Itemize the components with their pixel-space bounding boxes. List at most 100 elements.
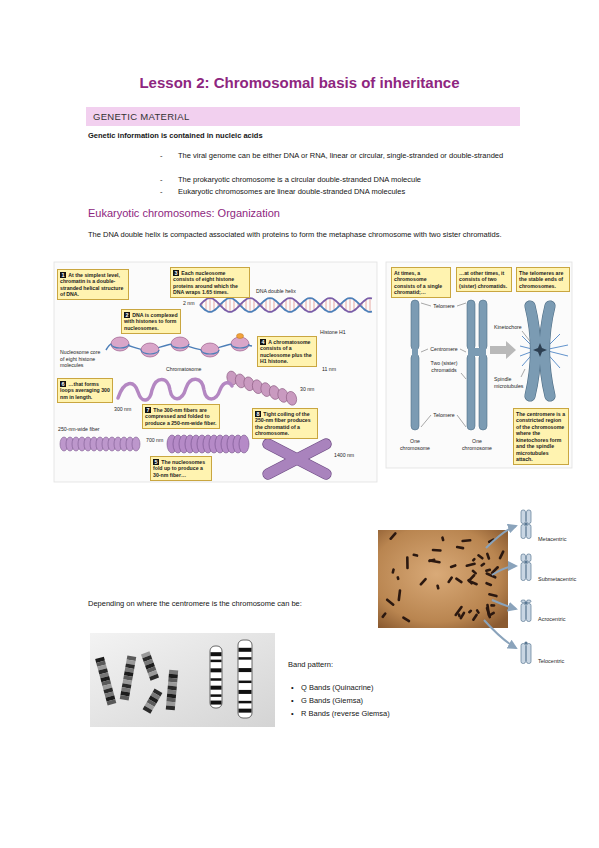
callout-text: The centromere is a constricted region o… xyxy=(516,411,565,463)
single-chromatid-chromosome xyxy=(411,354,419,430)
leader-line xyxy=(457,303,466,306)
karyotype-photo xyxy=(389,532,397,541)
chromosome-x xyxy=(268,444,326,474)
fiber-250nm xyxy=(132,437,140,451)
chromosome-type-icon xyxy=(527,525,532,539)
ideogram xyxy=(211,660,222,663)
figure-frame xyxy=(54,262,572,482)
enlarged-chromosome xyxy=(530,306,536,396)
karyotype-photo xyxy=(480,562,486,567)
banding-photo xyxy=(169,670,178,675)
karyotype-photo xyxy=(402,616,411,623)
callout-box: 3Each nucleosome consists of eight histo… xyxy=(170,267,250,298)
ideogram xyxy=(210,646,222,708)
figure-label: One chromosome xyxy=(395,438,435,451)
chromosome-type-icon xyxy=(521,510,526,524)
section-title: GENETIC MATERIAL xyxy=(93,107,513,126)
two-chromatid-chromosome xyxy=(468,348,486,356)
karyotype-photo xyxy=(396,576,400,581)
callout-number: 6 xyxy=(60,381,66,388)
karyotype-photo xyxy=(485,582,493,587)
karyotype-photo xyxy=(397,589,401,601)
figure-label: Metacentric xyxy=(538,536,566,543)
figure-label: 300 nm xyxy=(114,406,131,413)
callout-text: The 300-nm fibers are compressed and fol… xyxy=(145,407,217,426)
karyotype-photo xyxy=(486,604,490,617)
dna-helix xyxy=(334,299,335,310)
callout-number: 4 xyxy=(260,339,266,346)
section-heading: Eukaryotic chromosomes: Organization xyxy=(88,207,280,220)
karyotype-arrow xyxy=(492,600,516,609)
banding-photo xyxy=(149,674,159,681)
dna-helix xyxy=(200,298,372,312)
fiber-30nm xyxy=(225,370,298,406)
leader-line xyxy=(521,369,525,377)
banding-photo xyxy=(168,686,177,691)
figure-label: 2 nm xyxy=(183,300,195,307)
ideogram xyxy=(211,694,222,697)
callout-number: 7 xyxy=(145,407,151,414)
dna-helix xyxy=(294,299,295,310)
figure-label: 700 nm xyxy=(146,437,163,444)
callout-text: …at other times, it consists of two (sis… xyxy=(459,270,507,289)
body-text: - xyxy=(160,187,163,197)
callout-box: 4A chromatosome consists of a nucleosome… xyxy=(257,336,317,367)
chromosome-type-icon xyxy=(521,563,526,581)
karyotype-arrow xyxy=(492,566,516,575)
karyotype-photo xyxy=(449,564,456,569)
body-text: • xyxy=(291,709,294,719)
banding-photo xyxy=(166,702,175,707)
chromosome-type-icon xyxy=(521,604,526,622)
karyotype-photo xyxy=(454,605,463,616)
karyotype-photo xyxy=(467,573,476,582)
banding-photo xyxy=(90,633,275,727)
enlarged-chromosome xyxy=(533,343,547,357)
dna-helix xyxy=(200,298,372,312)
figure-label: Two (sister) chromatids xyxy=(424,360,464,373)
fiber-700nm xyxy=(167,435,249,453)
callout-box: 6…that forms loops averaging 300 nm in l… xyxy=(57,378,113,403)
banding-photo xyxy=(168,682,177,687)
section-band: GENETIC MATERIAL xyxy=(86,107,520,126)
figure-label: One chromosome xyxy=(457,438,497,451)
callout-number: 5 xyxy=(153,459,159,466)
karyotype-arrow xyxy=(484,620,516,648)
body-text: Q Bands (Quinacrine) xyxy=(301,683,374,693)
dna-helix xyxy=(326,299,327,310)
figure-frame xyxy=(54,262,377,482)
ideogram xyxy=(239,668,252,672)
dna-helix xyxy=(306,299,307,310)
callout-text: At times, a chromosome consists of a sin… xyxy=(394,270,442,296)
leader-line xyxy=(421,415,431,427)
banding-photo xyxy=(166,670,178,711)
chromosome-type-icon xyxy=(524,522,527,525)
callout-box: 5The nucleosomes fold up to produce a 30… xyxy=(150,456,212,481)
callout-box: 2DNA is complexed with histones to form … xyxy=(121,309,181,334)
body-text: Depending on where the centromere is the… xyxy=(88,599,302,609)
nucleosome-chain xyxy=(237,334,244,339)
karyotype-photo xyxy=(381,532,505,623)
banding-photo xyxy=(143,688,163,713)
dna-helix xyxy=(210,298,211,312)
callout-box: The centromere is a constricted region o… xyxy=(513,408,569,465)
page-title: Lesson 2: Chromosomal basis of inheritan… xyxy=(0,74,599,92)
figure-label: Submetacentric xyxy=(538,576,576,583)
banding-photo xyxy=(166,706,175,711)
karyotype-photo xyxy=(419,577,427,586)
two-chromatid-chromosome xyxy=(467,300,475,350)
ideogram xyxy=(239,690,252,694)
enlarge-arrow xyxy=(490,341,516,359)
chromosome-x xyxy=(268,444,326,474)
nucleosome-chain xyxy=(111,344,249,354)
karyotype-photo xyxy=(412,553,418,557)
chromosome-type-icon xyxy=(521,510,531,664)
leader-line xyxy=(421,303,431,306)
karyotype-photo xyxy=(436,584,440,590)
leader-line xyxy=(421,349,428,352)
body-text: The prokaryotic chromosome is a circular… xyxy=(178,175,421,185)
banding-photo xyxy=(141,651,159,680)
callout-text: The telomeres are the stable ends of chr… xyxy=(519,270,563,289)
figure-label: Centromere xyxy=(424,346,464,353)
chromosome-type-icon xyxy=(527,554,532,562)
karyotype-photo xyxy=(477,554,484,561)
